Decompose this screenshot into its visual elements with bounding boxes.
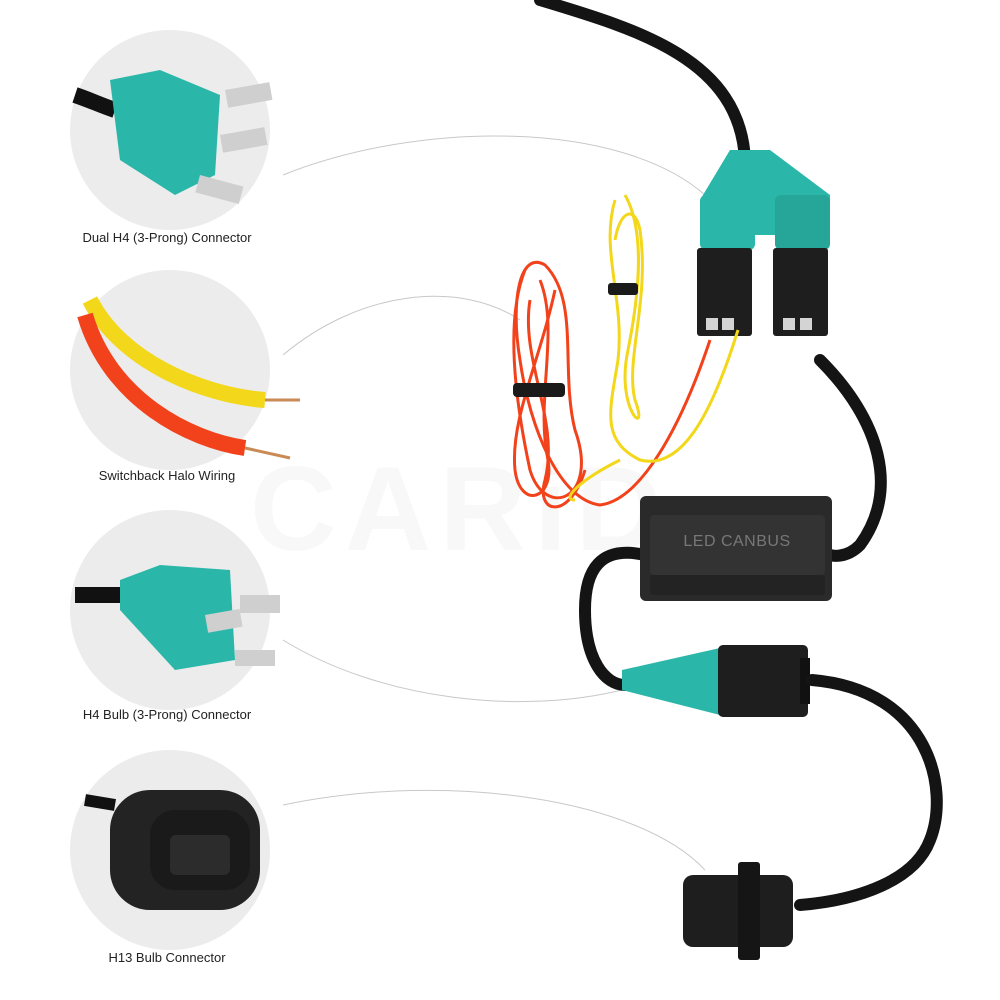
canbus-module [640, 496, 832, 601]
red-halo-wire [512, 261, 712, 509]
cable-module-to-h4-plug [578, 546, 651, 691]
canbus-module-label: LED CANBUS [683, 533, 791, 550]
h4-socket-right [773, 248, 828, 336]
red-wire-tie [513, 383, 565, 397]
callout-label-halo-wiring: Switchback Halo Wiring [98, 468, 236, 483]
cable-to-h13 [794, 674, 943, 911]
main-input-cable [534, 0, 751, 166]
thumb-h13 [70, 750, 270, 950]
leader-lines [282, 135, 706, 871]
thumb-dual-h4 [70, 30, 273, 230]
leader-line-halo [282, 295, 521, 356]
h4-bulb-connector [622, 645, 810, 717]
thumb-halo-wiring [70, 270, 300, 470]
leader-line-h4-bulb [282, 639, 623, 703]
yellow-wire-tie [608, 283, 638, 295]
h4-socket-left [697, 248, 752, 336]
callout-label-dual-h4: Dual H4 (3-Prong) Connector [82, 230, 252, 245]
leader-line-dual-h4 [282, 135, 706, 196]
cable-socket-to-module [814, 354, 887, 562]
h13-connector [683, 862, 793, 960]
thumb-h4-bulb [70, 510, 280, 710]
leader-line-h13 [282, 789, 706, 871]
callout-label-h13-bulb: H13 Bulb Connector [108, 950, 226, 965]
callout-label-h4-bulb: H4 Bulb (3-Prong) Connector [82, 707, 252, 722]
dual-h4-y-splitter [697, 150, 830, 336]
